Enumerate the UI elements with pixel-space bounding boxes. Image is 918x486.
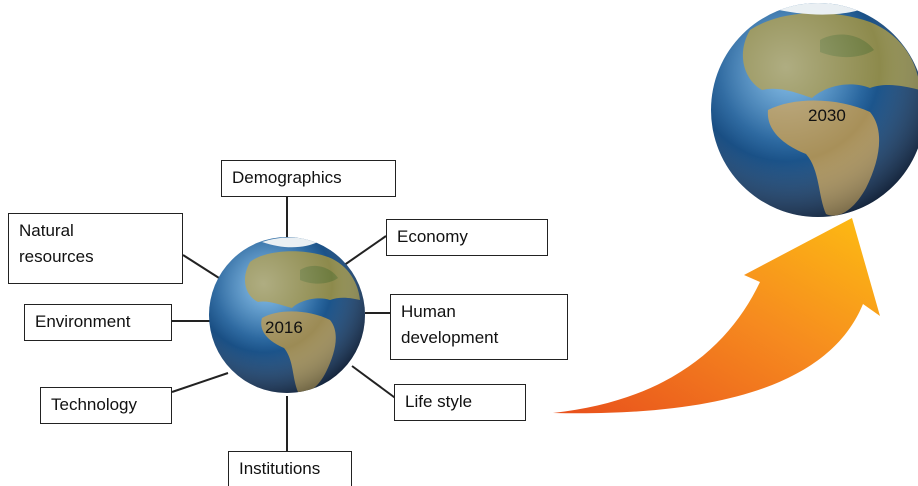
connector-lines xyxy=(171,196,399,452)
factor-box-demographics: Demographics xyxy=(221,160,396,197)
connector-technology xyxy=(171,372,229,393)
connector-economy xyxy=(339,235,387,269)
growth-arrow xyxy=(553,218,880,414)
connector-life-style xyxy=(351,365,399,401)
factor-box-natural-resources: Natural resources xyxy=(8,213,183,284)
factor-box-human-development: Human development xyxy=(390,294,568,360)
factor-box-technology: Technology xyxy=(40,387,172,424)
globe-2016 xyxy=(209,237,365,393)
factor-box-institutions: Institutions xyxy=(228,451,352,486)
factor-box-environment: Environment xyxy=(24,304,172,341)
year-label-2016: 2016 xyxy=(265,318,303,337)
globe-2030 xyxy=(711,3,918,217)
factor-box-economy: Economy xyxy=(386,219,548,256)
year-label-2030: 2030 xyxy=(808,106,846,125)
factor-box-life-style: Life style xyxy=(394,384,526,421)
